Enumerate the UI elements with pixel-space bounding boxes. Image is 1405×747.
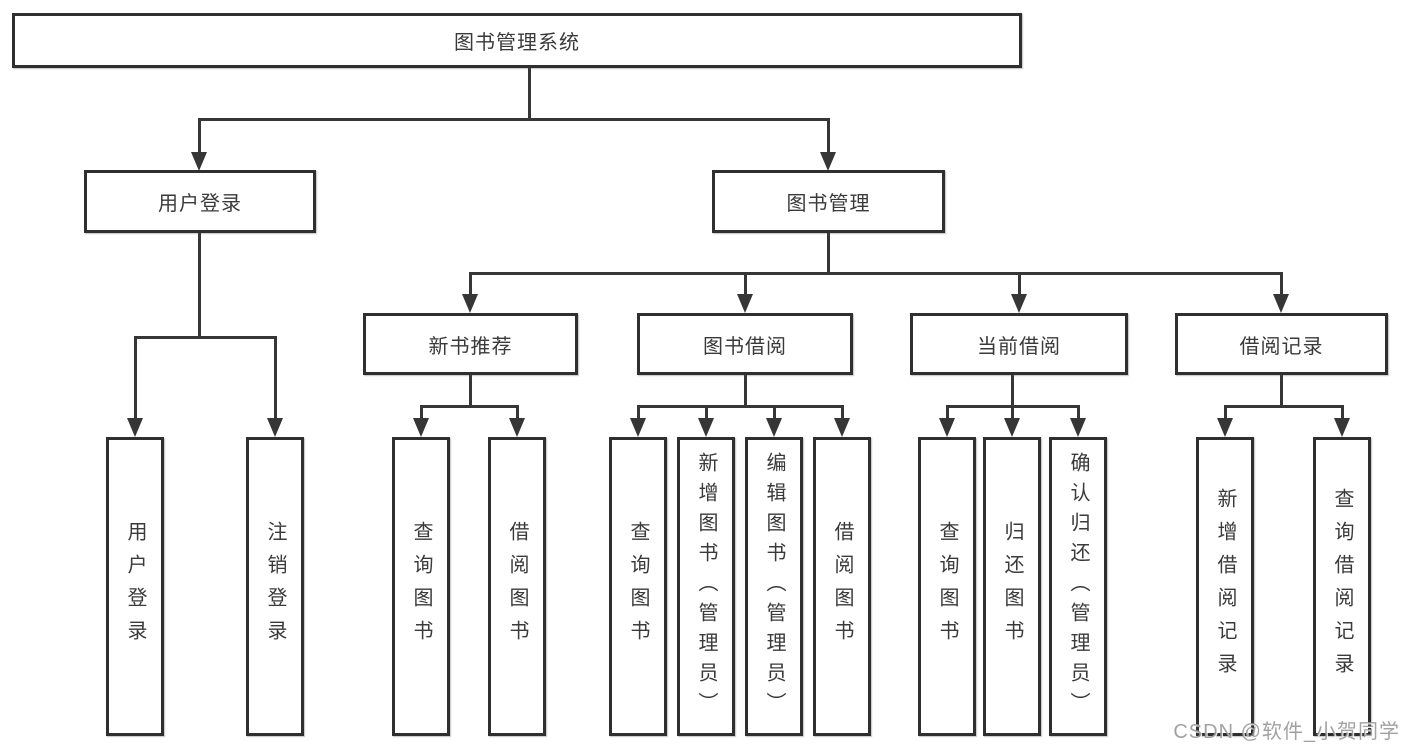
connector-borrow-record-bar (1224, 405, 1343, 408)
node-new-book-recommend-label: 新书推荐 (428, 335, 513, 358)
arrowhead-leaf-user-login (127, 418, 143, 437)
connector-leaf-return-book-drop (1011, 405, 1014, 422)
arrowhead-current-borrow (1011, 294, 1027, 313)
node-borrow-record: 借阅记录 (1175, 313, 1388, 375)
connector-book-management-stem (827, 233, 830, 275)
leaf-borrow-book-2: 借阅图书 (813, 437, 871, 736)
leaf-borrow-book-1-label: 借阅图书 (506, 520, 528, 653)
leaf-query-borrow-record: 查询借阅记录 (1313, 437, 1371, 736)
arrowhead-leaf-query-book-3 (939, 418, 955, 437)
connector-leaf-query-record-drop (1341, 405, 1344, 422)
connector-current-borrow-stem (1011, 375, 1014, 407)
leaf-return-book: 归还图书 (983, 437, 1041, 736)
leaf-query-book-2: 查询图书 (609, 437, 667, 736)
leaf-logout: 注销登录 (246, 437, 304, 736)
leaf-confirm-return-admin: 确认归还（管理员） (1049, 437, 1107, 736)
connector-user-login-bar (134, 336, 277, 339)
arrowhead-borrow-record (1273, 294, 1289, 313)
arrowhead-leaf-borrow-book-1 (509, 418, 525, 437)
leaf-add-borrow-record: 新增借阅记录 (1196, 437, 1254, 736)
connector-root-stem (528, 68, 531, 118)
leaf-logout-label: 注销登录 (264, 520, 286, 653)
leaf-add-book-admin: 新增图书（管理员） (677, 437, 735, 736)
arrowhead-book-management (820, 152, 836, 171)
arrowhead-leaf-query-book-2 (630, 418, 646, 437)
connector-level2-bar (198, 118, 830, 121)
node-root: 图书管理系统 (12, 13, 1022, 68)
connector-level3-bar (469, 272, 1282, 275)
connector-leaf-add-book-drop (705, 405, 708, 422)
connector-leaf-edit-book-drop (773, 405, 776, 422)
connector-leaf-confirm-return-drop (1077, 405, 1080, 422)
node-current-borrow: 当前借阅 (910, 313, 1128, 375)
connector-leaf-query-book-2-drop (637, 405, 640, 422)
connector-book-borrow-stem (744, 375, 747, 407)
node-borrow-record-label: 借阅记录 (1239, 335, 1324, 358)
connector-new-book-recommend-bar (420, 405, 519, 408)
node-current-borrow-label: 当前借阅 (977, 335, 1061, 358)
node-user-login-label: 用户登录 (158, 193, 242, 215)
connector-new-book-recommend-stem (469, 375, 472, 407)
connector-borrow-record-drop (1280, 272, 1283, 298)
node-root-label: 图书管理系统 (454, 32, 580, 54)
leaf-user-login-label: 用户登录 (124, 520, 146, 653)
connector-leaf-query-book-1-drop (420, 405, 423, 422)
arrowhead-leaf-add-record (1217, 418, 1233, 437)
leaf-edit-book-admin: 编辑图书（管理员） (745, 437, 803, 736)
leaf-query-book-1: 查询图书 (392, 437, 450, 736)
connector-leaf-add-record-drop (1224, 405, 1227, 422)
connector-leaf-borrow-book-1-drop (516, 405, 519, 422)
node-book-borrow-label: 图书借阅 (703, 335, 787, 358)
node-user-login: 用户登录 (84, 170, 316, 233)
leaf-query-book-1-label: 查询图书 (410, 520, 432, 653)
connector-current-borrow-drop (1018, 272, 1021, 298)
arrowhead-leaf-add-book (698, 418, 714, 437)
connector-leaf-logout-drop (274, 336, 277, 422)
node-book-management: 图书管理 (712, 170, 945, 233)
arrowhead-book-borrow (737, 294, 753, 313)
connector-user-login-drop (198, 118, 201, 156)
connector-book-borrow-bar (637, 405, 844, 408)
leaf-confirm-return-admin-label: 确认归还（管理员） (1067, 451, 1089, 722)
connector-book-borrow-drop (744, 272, 747, 298)
connector-borrow-record-stem (1280, 375, 1283, 407)
connector-user-login-stem (198, 233, 201, 338)
leaf-query-book-3-label: 查询图书 (936, 520, 958, 653)
leaf-edit-book-admin-label: 编辑图书（管理员） (763, 451, 785, 722)
arrowhead-user-login (191, 152, 207, 171)
arrowhead-new-book-recommend (462, 294, 478, 313)
leaf-user-login: 用户登录 (106, 437, 164, 736)
connector-leaf-user-login-drop (134, 336, 137, 422)
leaf-return-book-label: 归还图书 (1001, 520, 1023, 653)
leaf-borrow-book-2-label: 借阅图书 (831, 520, 853, 653)
leaf-add-book-admin-label: 新增图书（管理员） (695, 451, 717, 722)
connector-book-management-drop (827, 118, 830, 156)
node-book-management-label: 图书管理 (786, 193, 871, 215)
leaf-query-book-3: 查询图书 (918, 437, 976, 736)
connector-new-book-recommend-drop (469, 272, 472, 298)
arrowhead-leaf-query-book-1 (413, 418, 429, 437)
leaf-query-book-2-label: 查询图书 (627, 520, 649, 653)
connector-leaf-borrow-book-2-drop (841, 405, 844, 422)
csdn-watermark: CSDN @软件_小贺同学 (1173, 721, 1400, 743)
arrowhead-leaf-confirm-return (1070, 418, 1086, 437)
leaf-add-borrow-record-label: 新增借阅记录 (1214, 487, 1236, 686)
arrowhead-leaf-logout (267, 418, 283, 437)
arrowhead-leaf-return-book (1004, 418, 1020, 437)
arrowhead-leaf-borrow-book-2 (834, 418, 850, 437)
arrowhead-leaf-query-record (1334, 418, 1350, 437)
node-new-book-recommend: 新书推荐 (363, 313, 578, 375)
leaf-query-borrow-record-label: 查询借阅记录 (1331, 487, 1353, 686)
node-book-borrow: 图书借阅 (637, 313, 853, 375)
arrowhead-leaf-edit-book (766, 418, 782, 437)
connector-leaf-query-book-3-drop (946, 405, 949, 422)
leaf-borrow-book-1: 借阅图书 (488, 437, 546, 736)
